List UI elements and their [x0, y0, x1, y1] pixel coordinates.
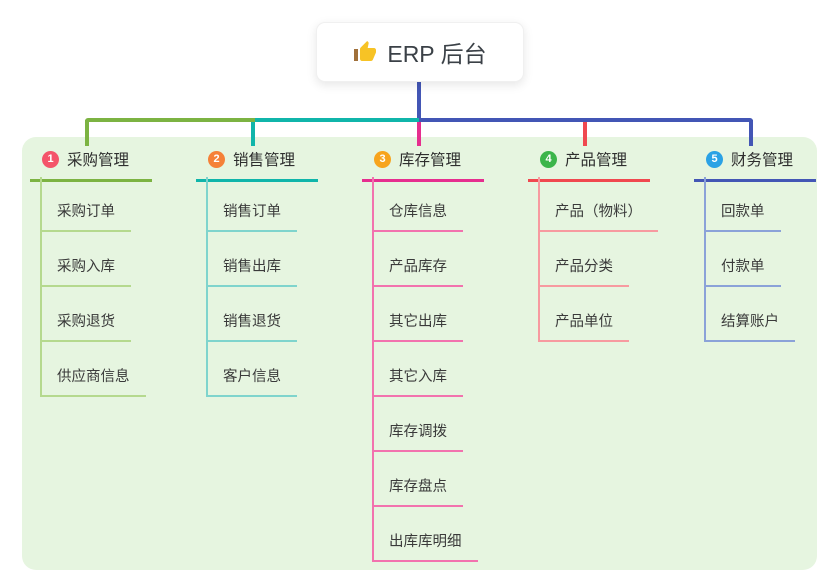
tree-node: 采购入库: [42, 232, 200, 287]
tree-node-label[interactable]: 销售退货: [208, 310, 297, 342]
branch-label: 产品管理: [565, 152, 628, 169]
branch-inventory: 3 库存管理 仓库信息 产品库存 其它出库 其它入库 库存调拨 库存盘点 出库库…: [362, 148, 532, 562]
branch-drop-3: [417, 120, 421, 146]
tree-node-label[interactable]: 销售订单: [208, 200, 297, 232]
tree-node: 采购订单: [42, 177, 200, 232]
tree-node: 销售退货: [208, 287, 366, 342]
branch-number-badge: 3: [374, 150, 391, 168]
tree-node-label[interactable]: 仓库信息: [374, 200, 463, 232]
bus-segment-middle: [255, 118, 419, 122]
root-node-label: ERP 后台: [387, 41, 487, 67]
bus-segment-right: [419, 118, 753, 122]
tree-node: 库存调拨: [374, 397, 532, 452]
tree-node-label[interactable]: 其它出库: [374, 310, 463, 342]
branch-items: 回款单 付款单 结算账户: [704, 177, 839, 342]
branch-header[interactable]: 2 销售管理: [196, 148, 318, 182]
branch-label: 财务管理: [731, 152, 794, 169]
branch-header[interactable]: 4 产品管理: [528, 148, 650, 182]
branch-number-badge: 1: [42, 150, 59, 168]
thumbs-up-icon: [353, 40, 377, 64]
tree-node: 采购退货: [42, 287, 200, 342]
branch-number-badge: 4: [540, 150, 557, 168]
tree-node-label[interactable]: 采购入库: [42, 255, 131, 287]
tree-node: 产品分类: [540, 232, 698, 287]
tree-node: 其它出库: [374, 287, 532, 342]
branch-items: 产品（物料） 产品分类 产品单位: [538, 177, 698, 342]
tree-node-label[interactable]: 销售出库: [208, 255, 297, 287]
branch-number-badge: 2: [208, 150, 225, 168]
tree-node-label[interactable]: 采购订单: [42, 200, 131, 232]
branch-drop-4: [583, 120, 587, 146]
tree-node-label[interactable]: 产品分类: [540, 255, 629, 287]
branch-sales: 2 销售管理 销售订单 销售出库 销售退货 客户信息: [196, 148, 366, 397]
branch-drop-1: [85, 120, 89, 146]
tree-node-label[interactable]: 其它入库: [374, 365, 463, 397]
tree-node-label[interactable]: 供应商信息: [42, 365, 146, 397]
tree-node-label[interactable]: 付款单: [706, 255, 781, 287]
trunk-connector: [417, 80, 421, 120]
branch-finance: 5 财务管理 回款单 付款单 结算账户: [694, 148, 839, 342]
tree-node: 回款单: [706, 177, 839, 232]
branch-drop-2: [251, 120, 255, 146]
tree-node: 产品单位: [540, 287, 698, 342]
tree-node-label[interactable]: 库存盘点: [374, 475, 463, 507]
branch-header[interactable]: 3 库存管理: [362, 148, 484, 182]
branch-label: 采购管理: [67, 152, 130, 169]
tree-node: 销售订单: [208, 177, 366, 232]
branch-header[interactable]: 1 采购管理: [30, 148, 152, 182]
tree-node-label[interactable]: 出库库明细: [374, 530, 478, 562]
tree-node: 库存盘点: [374, 452, 532, 507]
tree-node-label[interactable]: 采购退货: [42, 310, 131, 342]
branch-label: 库存管理: [399, 152, 462, 169]
tree-node-label[interactable]: 产品（物料）: [540, 200, 658, 232]
mindmap-panel-background: [22, 137, 817, 570]
tree-node: 付款单: [706, 232, 839, 287]
branch-product: 4 产品管理 产品（物料） 产品分类 产品单位: [528, 148, 698, 342]
branch-label: 销售管理: [233, 152, 296, 169]
tree-node-label[interactable]: 库存调拨: [374, 420, 463, 452]
tree-node: 产品（物料）: [540, 177, 698, 232]
tree-node: 客户信息: [208, 342, 366, 397]
tree-node: 结算账户: [706, 287, 839, 342]
tree-node-label[interactable]: 回款单: [706, 200, 781, 232]
root-node[interactable]: ERP 后台: [316, 22, 524, 82]
tree-node-label[interactable]: 产品库存: [374, 255, 463, 287]
branch-drop-5: [749, 120, 753, 146]
branch-items: 仓库信息 产品库存 其它出库 其它入库 库存调拨 库存盘点 出库库明细: [372, 177, 532, 562]
branch-items: 采购订单 采购入库 采购退货 供应商信息: [40, 177, 200, 397]
tree-node: 其它入库: [374, 342, 532, 397]
tree-node: 供应商信息: [42, 342, 200, 397]
branch-purchase: 1 采购管理 采购订单 采购入库 采购退货 供应商信息: [30, 148, 200, 397]
branch-header[interactable]: 5 财务管理: [694, 148, 816, 182]
tree-node: 销售出库: [208, 232, 366, 287]
tree-node: 仓库信息: [374, 177, 532, 232]
tree-node-label[interactable]: 客户信息: [208, 365, 297, 397]
branch-number-badge: 5: [706, 150, 723, 168]
bus-segment-left: [85, 118, 255, 122]
tree-node: 产品库存: [374, 232, 532, 287]
branch-items: 销售订单 销售出库 销售退货 客户信息: [206, 177, 366, 397]
tree-node: 出库库明细: [374, 507, 532, 562]
tree-node-label[interactable]: 产品单位: [540, 310, 629, 342]
tree-node-label[interactable]: 结算账户: [706, 310, 795, 342]
